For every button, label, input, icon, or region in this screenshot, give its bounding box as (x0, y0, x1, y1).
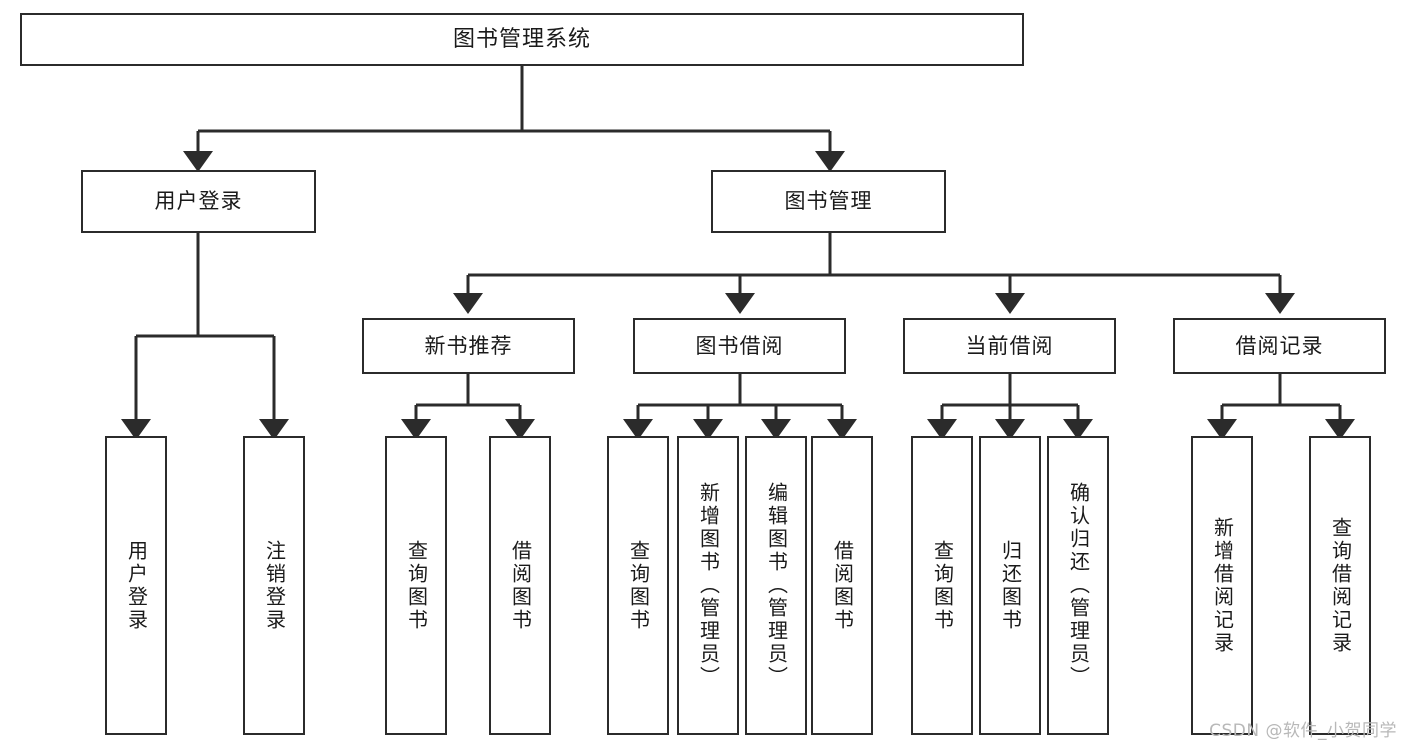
leaf-new-book-borrow-book[interactable]: 借阅图书 (489, 436, 551, 735)
node-label: 图书管理 (784, 189, 873, 214)
node-book-management[interactable]: 图书管理 (711, 170, 946, 233)
leaf-book-borrow-add-book-admin[interactable]: 新增图书（管理员） (677, 436, 739, 735)
node-label: 用户登录 (124, 539, 149, 632)
node-label: 新书推荐 (424, 333, 513, 358)
node-label: 归还图书 (998, 539, 1023, 632)
node-label: 注销登录 (262, 539, 287, 632)
node-label: 查询借阅记录 (1328, 516, 1353, 655)
node-label: 图书管理系统 (452, 26, 591, 52)
node-label: 图书借阅 (695, 333, 784, 358)
leaf-book-borrow-query-book[interactable]: 查询图书 (607, 436, 669, 735)
node-label: 借阅记录 (1235, 333, 1324, 358)
node-label: 编辑图书（管理员） (764, 482, 789, 689)
node-user-login[interactable]: 用户登录 (81, 170, 316, 233)
leaf-current-borrow-query-book[interactable]: 查询图书 (911, 436, 973, 735)
node-label: 查询图书 (930, 539, 955, 632)
leaf-new-book-query-book[interactable]: 查询图书 (385, 436, 447, 735)
node-current-borrow[interactable]: 当前借阅 (903, 318, 1116, 374)
node-label: 用户登录 (154, 189, 243, 214)
node-label: 查询图书 (404, 539, 429, 632)
leaf-book-borrow-edit-book-admin[interactable]: 编辑图书（管理员） (745, 436, 807, 735)
node-label: 新增借阅记录 (1210, 516, 1235, 655)
node-label: 借阅图书 (508, 539, 533, 632)
leaf-current-borrow-return-book[interactable]: 归还图书 (979, 436, 1041, 735)
leaf-borrow-record-query-record[interactable]: 查询借阅记录 (1309, 436, 1371, 735)
node-borrow-record[interactable]: 借阅记录 (1173, 318, 1386, 374)
node-label: 确认归还（管理员） (1066, 482, 1091, 689)
node-label: 借阅图书 (830, 539, 855, 632)
node-label: 新增图书（管理员） (696, 482, 721, 689)
leaf-user-login-login[interactable]: 用户登录 (105, 436, 167, 735)
watermark-text: CSDN @软件_小贺同学 (1209, 721, 1397, 741)
leaf-current-borrow-confirm-return-admin[interactable]: 确认归还（管理员） (1047, 436, 1109, 735)
node-root-book-management-system[interactable]: 图书管理系统 (20, 13, 1024, 66)
node-label: 当前借阅 (965, 333, 1054, 358)
leaf-borrow-record-add-record[interactable]: 新增借阅记录 (1191, 436, 1253, 735)
leaf-user-login-logout[interactable]: 注销登录 (243, 436, 305, 735)
node-book-borrow[interactable]: 图书借阅 (633, 318, 846, 374)
node-label: 查询图书 (626, 539, 651, 632)
node-new-book-recommend[interactable]: 新书推荐 (362, 318, 575, 374)
leaf-book-borrow-borrow-book[interactable]: 借阅图书 (811, 436, 873, 735)
